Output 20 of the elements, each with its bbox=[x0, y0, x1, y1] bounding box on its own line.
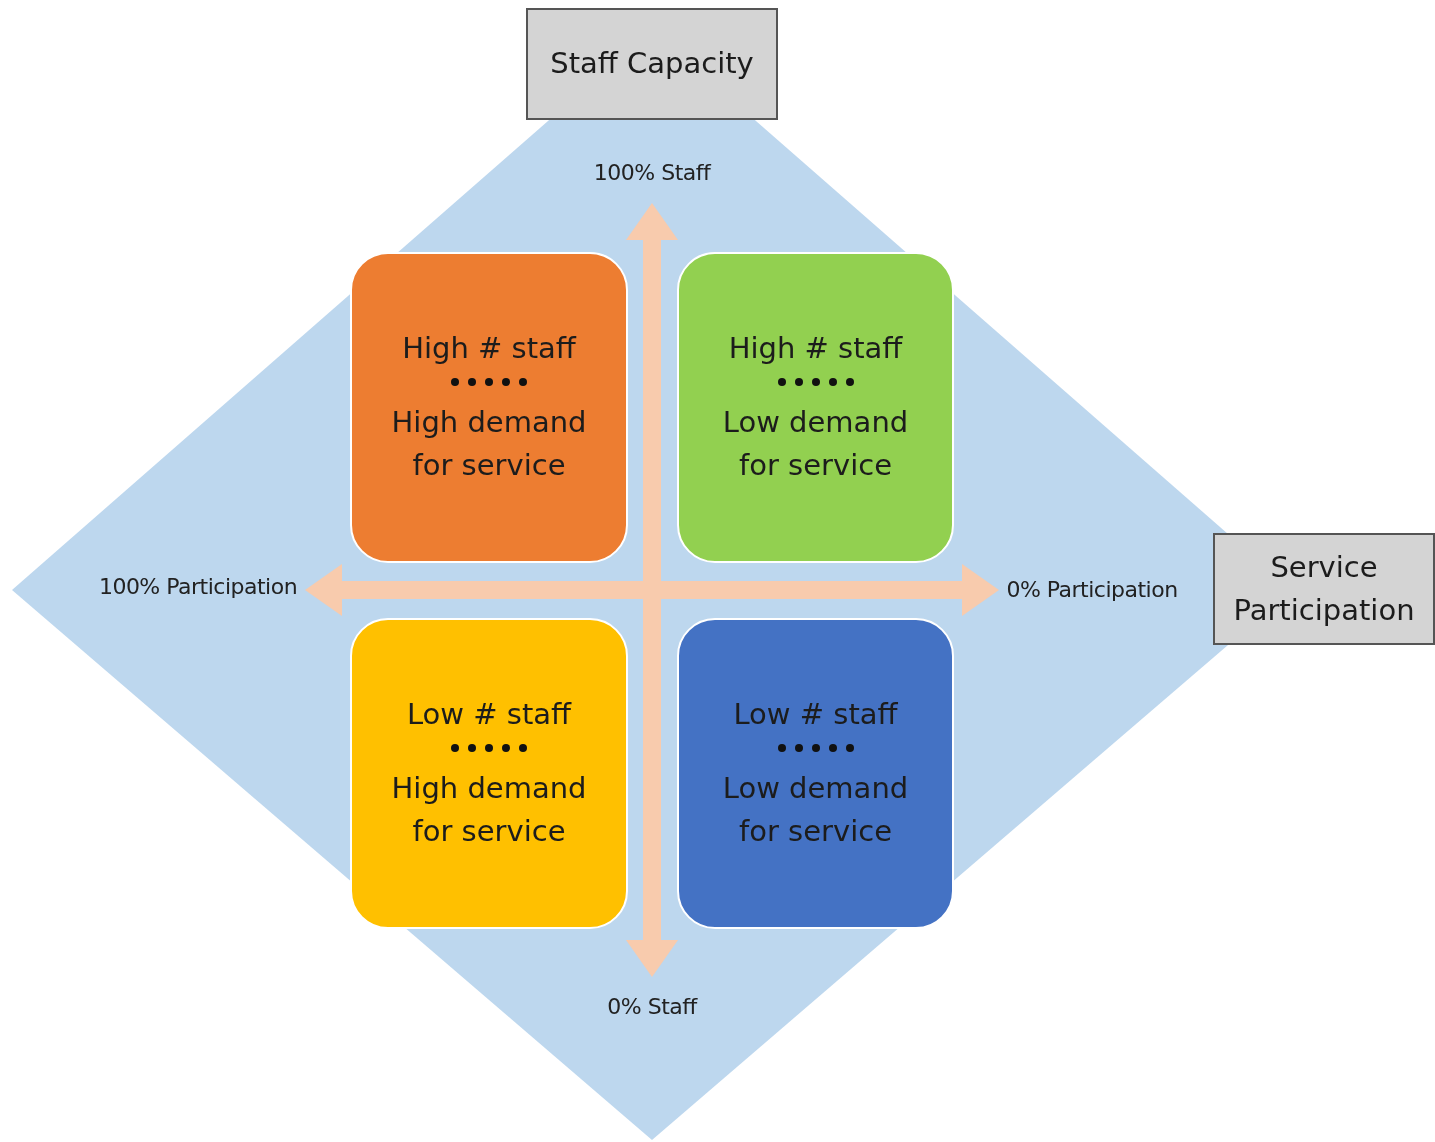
staff-level-text: Low # staff bbox=[732, 696, 899, 734]
quadrant-card bbox=[350, 618, 628, 929]
staff-level-text: High # staff bbox=[727, 330, 904, 368]
demand-level-text: High demand for service bbox=[390, 769, 588, 851]
demand-level-text: High demand for service bbox=[390, 403, 588, 485]
quadrant-card bbox=[350, 252, 628, 563]
axis-title-box bbox=[1213, 533, 1435, 645]
axis-label: 100% Staff bbox=[593, 159, 711, 185]
axis-label: 0% Staff bbox=[607, 993, 697, 1019]
demand-level-text: Low demand for service bbox=[721, 403, 910, 485]
demand-level-text: Low demand for service bbox=[721, 769, 910, 851]
staff-level-text: High # staff bbox=[401, 330, 578, 368]
axis-title: Staff Capacity bbox=[550, 45, 754, 83]
axis-label: 100% Participation bbox=[98, 573, 298, 599]
axis-label: 0% Participation bbox=[1006, 576, 1178, 602]
staff-level-text: Low # staff bbox=[405, 696, 573, 734]
axis-title: Service Participation bbox=[1232, 548, 1416, 629]
quadrant-card bbox=[677, 252, 954, 563]
axis-title-box bbox=[526, 8, 778, 120]
quadrant-card bbox=[677, 618, 954, 929]
